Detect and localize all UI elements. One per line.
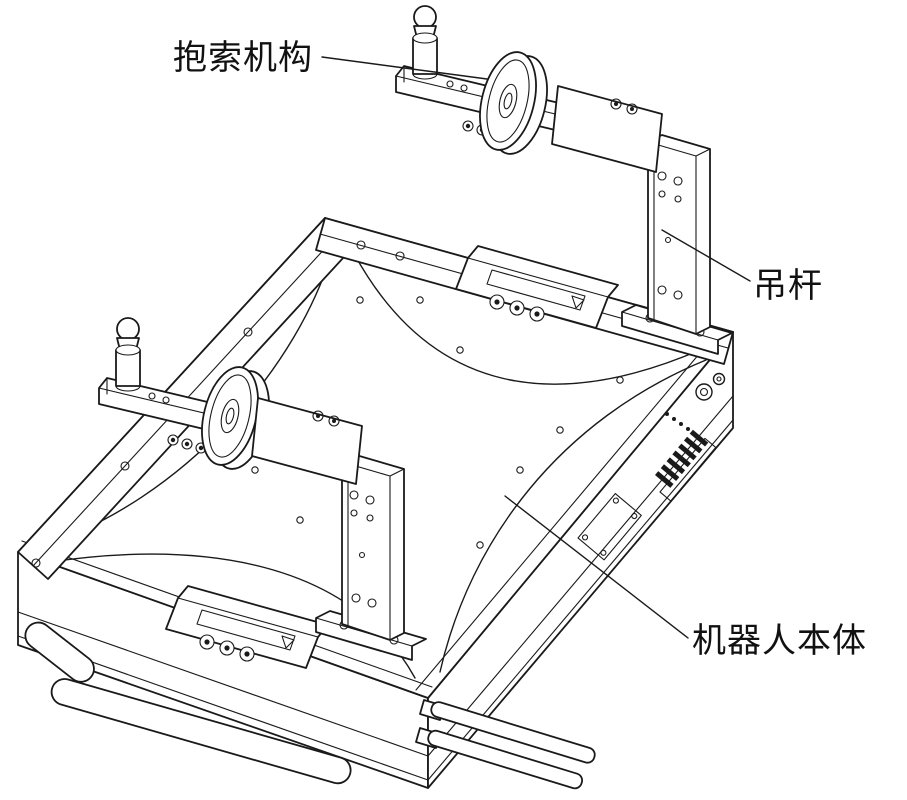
probe-rods xyxy=(415,699,596,790)
label-robot-body: 机器人本体 xyxy=(692,621,867,661)
carriage-front xyxy=(165,585,329,669)
label-grip-mechanism: 抱索机构 xyxy=(173,38,313,78)
leader-grip-mechanism xyxy=(321,56,488,80)
knob-ball-front xyxy=(116,317,140,341)
grip-wheel-rear xyxy=(479,51,548,155)
label-boom: 吊杆 xyxy=(753,266,823,306)
side-panel-details xyxy=(577,372,726,561)
carriage-rear xyxy=(455,245,619,329)
annotations: 抱索机构 吊杆 机器人本体 xyxy=(173,38,867,661)
carry-handle xyxy=(24,621,352,785)
knob-ball-rear xyxy=(413,5,437,29)
grip-mechanism-rear xyxy=(395,5,663,173)
leader-boom xyxy=(661,229,751,282)
robot-body-outline xyxy=(17,217,734,789)
vent-strip xyxy=(655,429,709,488)
grip-mechanism-front xyxy=(98,317,363,485)
access-panel xyxy=(577,493,642,561)
leader-robot-body xyxy=(504,495,689,639)
boom-front xyxy=(315,454,427,661)
boom-rear xyxy=(621,134,733,355)
